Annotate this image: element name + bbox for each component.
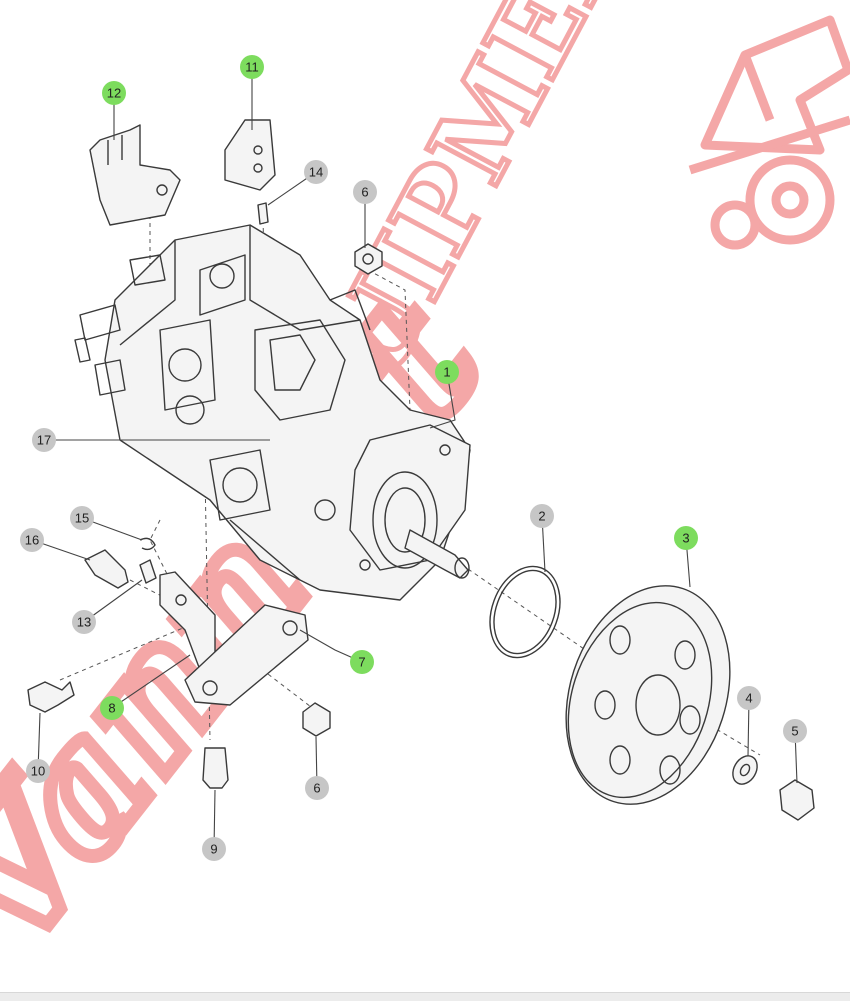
callout-label: 7 <box>358 655 365 670</box>
callout-bubbles: 1 2 3 4 5 6 6 7 8 9 10 11 12 13 14 15 16… <box>20 55 807 861</box>
nut-5 <box>779 779 815 821</box>
callout-8: 8 <box>100 696 124 720</box>
nut-6-lower <box>302 702 331 737</box>
callout-label: 16 <box>25 533 39 548</box>
callout-3: 3 <box>674 526 698 550</box>
callout-bubble <box>100 696 124 720</box>
bottom-edge-bar <box>0 992 850 1001</box>
callout-bubble <box>530 504 554 528</box>
callout-label: 1 <box>443 365 450 380</box>
callout-bubble <box>72 610 96 634</box>
callout-bubble <box>202 837 226 861</box>
drive-gear-3 <box>565 585 731 805</box>
callout-bubble <box>32 428 56 452</box>
pin-14 <box>257 202 269 225</box>
callout-label: 3 <box>682 531 689 546</box>
bracket-11 <box>224 119 276 191</box>
callout-11: 11 <box>240 55 264 79</box>
callout-label: 17 <box>37 433 51 448</box>
washer-4-hole <box>739 763 751 777</box>
callout-bubble <box>350 650 374 674</box>
callout-label: 14 <box>309 165 323 180</box>
tractor-logo-icon <box>688 15 850 250</box>
o-ring-2 <box>489 565 561 659</box>
callout-bubble <box>435 360 459 384</box>
callout-bubble <box>240 55 264 79</box>
callout-17: 17 <box>32 428 56 452</box>
callout-bubble <box>353 180 377 204</box>
callout-5: 5 <box>783 719 807 743</box>
callout-label: 15 <box>75 511 89 526</box>
plate-7-hole-a <box>202 680 218 696</box>
callout-bubble <box>26 759 50 783</box>
callout-9: 9 <box>202 837 226 861</box>
callout-12: 12 <box>102 81 126 105</box>
callout-1: 1 <box>435 360 459 384</box>
callout-bubble <box>674 526 698 550</box>
callout-label: 8 <box>108 701 115 716</box>
fitting-9 <box>202 747 229 789</box>
callout-bubble <box>304 160 328 184</box>
bracket-8-hole <box>175 594 187 606</box>
callout-16: 16 <box>20 528 44 552</box>
callout-bubble <box>20 528 44 552</box>
callout-bubble <box>102 81 126 105</box>
callout-15: 15 <box>70 506 94 530</box>
callout-bubble <box>737 686 761 710</box>
callout-7: 7 <box>350 650 374 674</box>
callout-bubble <box>783 719 807 743</box>
callout-label: 10 <box>31 764 45 779</box>
fitting-16 <box>84 549 129 589</box>
injection-pump-body <box>74 224 471 601</box>
callout-label: 6 <box>313 781 320 796</box>
plate-7-hole-b <box>282 620 298 636</box>
callout-6-top: 6 <box>353 180 377 204</box>
callout-label: 4 <box>745 691 752 706</box>
callout-2: 2 <box>530 504 554 528</box>
callout-label: 13 <box>77 615 91 630</box>
callout-label: 9 <box>210 842 217 857</box>
callout-bubble <box>305 776 329 800</box>
washer-4 <box>732 755 758 785</box>
callout-bubble <box>70 506 94 530</box>
callout-label: 2 <box>538 509 545 524</box>
callout-label: 11 <box>245 60 259 75</box>
bracket-12 <box>89 124 181 226</box>
plate-7 <box>184 604 309 706</box>
o-ring-2-inner <box>493 569 557 655</box>
callout-4: 4 <box>737 686 761 710</box>
callout-label: 5 <box>791 724 798 739</box>
callout-10: 10 <box>26 759 50 783</box>
nut-6-top <box>354 243 383 275</box>
callout-14: 14 <box>304 160 328 184</box>
callout-label: 12 <box>107 86 121 101</box>
fitting-13 <box>139 559 157 584</box>
callout-label: 6 <box>361 185 368 200</box>
callout-6-lower: 6 <box>305 776 329 800</box>
bolt-10 <box>27 681 75 713</box>
clip-15 <box>139 537 156 551</box>
callout-13: 13 <box>72 610 96 634</box>
